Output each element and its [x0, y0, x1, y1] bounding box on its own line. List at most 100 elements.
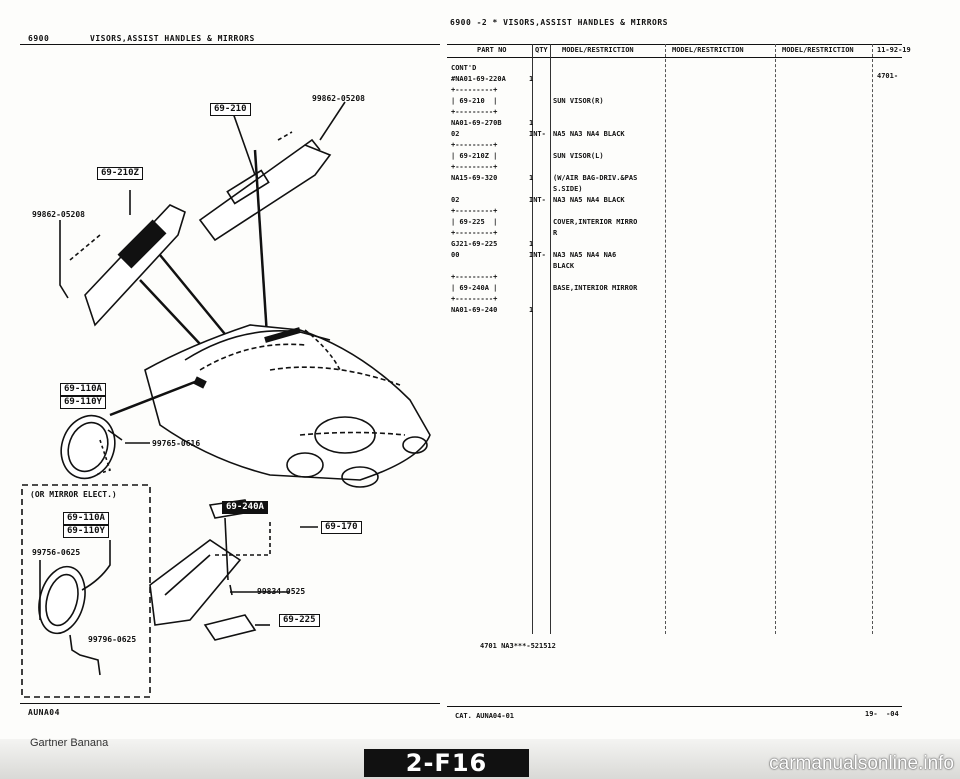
table-row: +---------+	[447, 86, 902, 97]
table-cell-qty: 1	[529, 306, 534, 314]
table-cell-part: NA01-69-240	[451, 306, 498, 314]
callout-69-170: 69-170	[321, 521, 362, 534]
callout-69-110y: 69-110Y	[60, 396, 106, 409]
table-row: +---------+	[447, 295, 902, 306]
table-cell-part: NA15-69-320	[451, 174, 498, 182]
table-cell-desc: BASE,INTERIOR MIRROR	[553, 284, 638, 292]
visor-mirror-left	[117, 219, 167, 269]
table-row: S.SIDE)	[447, 185, 902, 196]
table-cell-part: +---------+	[451, 163, 498, 171]
table-cell-part: | 69-225 |	[451, 218, 498, 226]
table-cell-qty: INT-	[529, 196, 546, 204]
callout-69-110a: 69-110A	[60, 383, 106, 396]
visor-mirror-right	[226, 169, 270, 205]
part-number-label: 99834-0525	[257, 587, 306, 596]
callout-69-240a: 69-240A	[222, 501, 268, 514]
table-row: 00 INT- NA3 NA5 NA4 NA6	[447, 251, 902, 262]
table-cell-qty: 1	[529, 240, 534, 248]
table-cell-desc: NA3 NA5 NA4 BLACK	[553, 196, 625, 204]
inset-title: (OR MIRROR ELECT.)	[30, 490, 117, 499]
table-row: NA15-69-320 1 (W/AIR BAG-DRIV.&PAS	[447, 174, 902, 185]
table-cell-desc: BLACK	[553, 262, 575, 270]
table-cell-part: +---------+	[451, 273, 498, 281]
part-number-label: 99796-0625	[88, 635, 137, 644]
table-cell-qty: INT-	[529, 130, 546, 138]
part-number-label: 99862-05208	[32, 210, 85, 219]
table-row: | 69-210Z |SUN VISOR(L)	[447, 152, 902, 163]
right-header: 6900 -2 * VISORS,ASSIST HANDLES & MIRROR…	[450, 18, 668, 27]
table-cell-part: 00	[451, 251, 460, 259]
right-footer-left: CAT. AUNA04-01	[455, 712, 515, 720]
table-row: | 69-225 | COVER,INTERIOR MIRRO	[447, 218, 902, 229]
table-row: +---------+	[447, 273, 902, 284]
far-right-note: 4701-	[877, 72, 899, 80]
table-cell-desc: SUN VISOR(R)	[553, 97, 604, 105]
table-cell-part: 02	[451, 130, 460, 138]
table-cell-part: +---------+	[451, 207, 498, 215]
column-header: MODEL/RESTRICTION	[782, 46, 854, 54]
table-cell-part: +---------+	[451, 108, 498, 116]
table-row: NA01-69-270B 1	[447, 119, 902, 130]
table-cell-part: | 69-240A |	[451, 284, 498, 292]
table-row: | 69-210 | SUN VISOR(R)	[447, 97, 902, 108]
page-label-banner: 2-F16	[364, 749, 529, 777]
table-cell-part: GJ21-69-225	[451, 240, 498, 248]
left-footer-code: AUNA04	[28, 708, 60, 717]
watermark: carmanualsonline.info	[769, 753, 954, 774]
column-header: PART NO	[477, 46, 507, 54]
table-row: GJ21-69-225 1	[447, 240, 902, 251]
right-footer-right: 19- -04	[865, 710, 899, 718]
table-cell-desc: SUN VISOR(L)	[553, 152, 604, 160]
table-row: 02 INT- NA3 NA5 NA4 BLACK	[447, 196, 902, 207]
table-cell-desc: NA5 NA3 NA4 BLACK	[553, 130, 625, 138]
part-number-label: 99765-0616	[152, 439, 201, 448]
table-cell-desc: R	[553, 229, 558, 237]
table-cell-desc: (W/AIR BAG-DRIV.&PAS	[553, 174, 638, 182]
table-cell-desc: S.SIDE)	[553, 185, 583, 193]
left-header-rule	[20, 44, 440, 45]
callout-69-210z: 69-210Z	[97, 167, 143, 180]
table-cell-part: 02	[451, 196, 460, 204]
left-header-title: VISORS,ASSIST HANDLES & MIRRORS	[90, 34, 255, 43]
callout-69-210: 69-210	[210, 103, 251, 116]
table-cell-desc: NA3 NA5 NA4 NA6	[553, 251, 617, 259]
callout-69-110a-inset: 69-110A	[63, 512, 109, 525]
table-cell-part: #NA01-69-220A	[451, 75, 506, 83]
callout-69-110y-inset: 69-110Y	[63, 525, 109, 538]
table-row: +---------+	[447, 141, 902, 152]
table-row: +---------+	[447, 207, 902, 218]
credit-text: Gartner Banana	[30, 737, 109, 749]
car-body	[144, 324, 431, 481]
table-cell-qty: 1	[529, 119, 534, 127]
left-footer-rule	[20, 703, 440, 704]
right-footer-rule	[447, 706, 902, 707]
table-cell-qty: 1	[529, 75, 534, 83]
table-cell-part: | 69-210 |	[451, 97, 498, 105]
column-header: MODEL/RESTRICTION	[562, 46, 634, 54]
column-header: MODEL/RESTRICTION	[672, 46, 744, 54]
table-cell-part: CONT'D	[451, 64, 477, 72]
table-row: NA01-69-240 1	[447, 306, 902, 317]
sun-visor-left	[84, 204, 186, 327]
table-cell-part: +---------+	[451, 141, 498, 149]
table-cell-part: +---------+	[451, 229, 498, 237]
table-cell-desc: COVER,INTERIOR MIRRO	[553, 218, 638, 226]
sun-visor-right	[198, 144, 332, 242]
table-row: CONT'D	[447, 64, 902, 75]
table-row: | 69-240A | BASE,INTERIOR MIRROR	[447, 284, 902, 295]
parts-table: PART NO QTY MODEL/RESTRICTION MODEL/REST…	[447, 44, 911, 634]
part-number-label: 99862-05208	[312, 94, 365, 103]
table-row: BLACK	[447, 262, 902, 273]
table-cell-part: +---------+	[451, 86, 498, 94]
column-header: 11-92-19	[877, 46, 911, 54]
table-row: 02 INT- NA5 NA3 NA4 BLACK	[447, 130, 902, 141]
table-row: #NA01-69-220A 1	[447, 75, 902, 86]
bottom-note: 4701 NA3***-521512	[480, 642, 556, 650]
table-cell-part: +---------+	[451, 295, 498, 303]
table-cell-part: NA01-69-270B	[451, 119, 502, 127]
table-cell-qty: 1	[529, 174, 534, 182]
callout-69-225: 69-225	[279, 614, 320, 627]
left-header-code: 6900	[28, 34, 50, 43]
column-header: QTY	[535, 46, 548, 54]
table-cell-qty: INT-	[529, 251, 546, 259]
